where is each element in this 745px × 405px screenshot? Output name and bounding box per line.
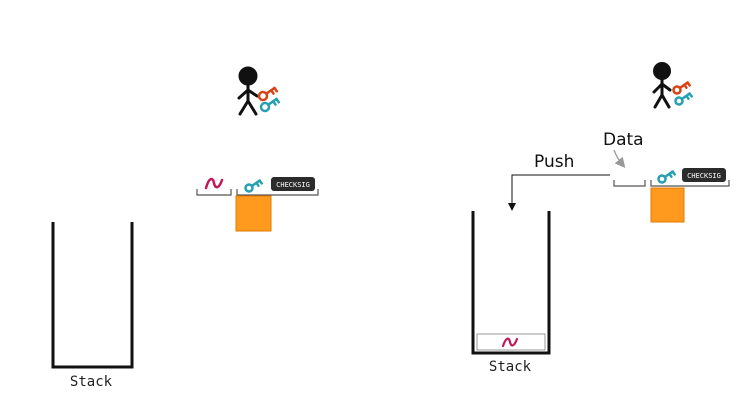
tilde-signature-icon	[501, 337, 519, 348]
opcode-label: CHECKSIG	[687, 172, 721, 180]
left-panel: CHECKSIG Stack	[51, 66, 319, 390]
unlocking-script	[196, 177, 232, 196]
data-arrow	[613, 149, 626, 168]
tilde-signature-icon	[204, 177, 224, 190]
opcode-label: CHECKSIG	[276, 181, 310, 189]
locking-script: CHECKSIG	[236, 177, 319, 196]
stack-container	[51, 222, 134, 369]
opcode-badge	[682, 168, 726, 182]
push-arrow	[508, 174, 610, 211]
locking-box	[650, 187, 685, 223]
right-panel: Data CHECKSIG Push Stack	[471, 62, 730, 375]
red-key-icon	[672, 81, 691, 95]
red-key-icon	[257, 86, 279, 102]
teal-key-icon	[657, 170, 676, 184]
unlocking-script-empty	[613, 180, 646, 187]
locking-box	[235, 195, 272, 232]
stack-container	[471, 211, 551, 355]
data-label: Data	[603, 130, 644, 150]
stick-figure-icon	[237, 66, 259, 116]
teal-key-icon	[674, 92, 693, 106]
stack-label: Stack	[489, 359, 532, 375]
stick-figure-icon	[652, 62, 672, 109]
teal-key-icon	[244, 179, 263, 193]
teal-key-icon	[259, 97, 281, 113]
opcode-badge	[271, 177, 315, 191]
stack-label: Stack	[70, 374, 113, 390]
locking-script: CHECKSIG	[650, 168, 730, 187]
push-label: Push	[534, 152, 574, 172]
